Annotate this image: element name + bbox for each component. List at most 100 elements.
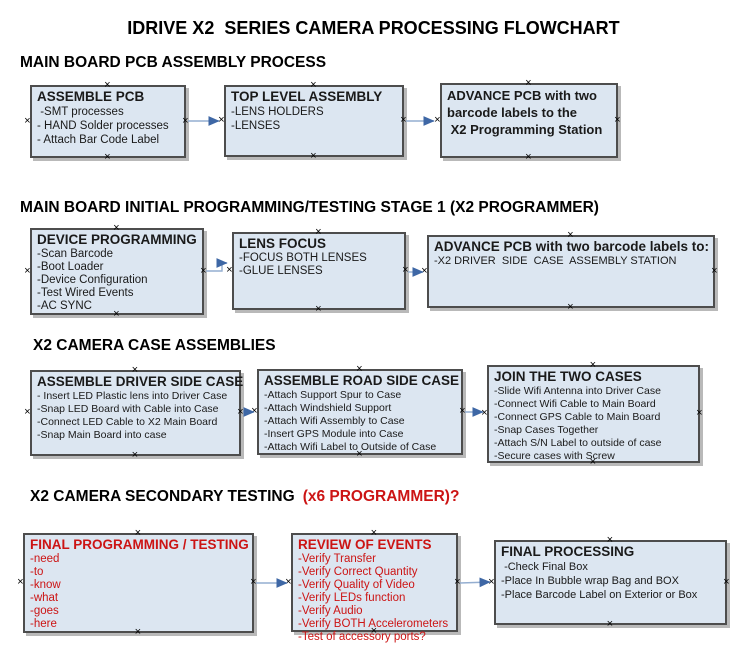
anchor-x-icon [24, 408, 32, 416]
box-item: -X2 DRIVER SIDE CASE ASSEMBLY STATION [434, 255, 677, 267]
box-item: -Connect GPS Cable to Main Board [494, 411, 661, 423]
anchor-x-icon [113, 224, 121, 232]
flow-box-device-programming: DEVICE PROGRAMMING -Scan Barcode-Boot Lo… [30, 228, 204, 315]
box-item: -Secure cases with Screw [494, 450, 615, 462]
box-item-list: -Scan Barcode-Boot Loader-Device Configu… [37, 248, 197, 313]
box-item: -here [30, 618, 57, 630]
anchor-x-icon [567, 303, 575, 311]
box-item: -Verify Audio [298, 605, 363, 617]
flow-box-review-of-events: REVIEW OF EVENTS -Verify Transfer-Verify… [291, 533, 458, 643]
anchor-x-icon [310, 152, 318, 160]
flow-box-final-processing: FINAL PROCESSING -Check Final Box-Place … [494, 540, 727, 625]
box-item-list: -need-to-know-what-goes-here [30, 553, 247, 631]
box-item-list: -FOCUS BOTH LENSES-GLUE LENSES [239, 252, 399, 278]
box-item: -know [30, 579, 61, 591]
box-item: -Boot Loader [37, 261, 104, 273]
anchor-x-icon [696, 409, 704, 417]
flow-box-assemble-pcb: ASSEMBLE PCB -SMT processes- HAND Solder… [30, 85, 186, 158]
box-item: -Attach Windshield Support [264, 402, 392, 414]
section-heading-initial-programming: MAIN BOARD INITIAL PROGRAMMING/TESTING S… [20, 199, 599, 216]
box-item: -Place In Bubble wrap Bag and BOX [501, 575, 679, 587]
box-item: -Test Wired Events [37, 287, 134, 299]
section-heading-text: X2 CAMERA SECONDARY TESTING [30, 488, 295, 505]
flow-box-final-programming-testing: FINAL PROGRAMMING / TESTING -need-to-kno… [23, 533, 254, 633]
box-item: -LENS HOLDERS [231, 106, 324, 118]
box-title: ASSEMBLE ROAD SIDE CASE [264, 373, 460, 388]
anchor-x-icon [525, 153, 533, 161]
anchor-x-icon [434, 116, 442, 124]
box-item-list: -LENS HOLDERS-LENSES [231, 105, 397, 133]
flow-box-advance-to-programming-station: ADVANCE PCB with two barcode labels to th… [440, 83, 618, 158]
flow-box-advance-to-case-assembly: ADVANCE PCB with two barcode labels to: … [427, 235, 715, 308]
anchor-x-icon [711, 267, 719, 275]
box-item-list: -Attach Support Spur to Case-Attach Wind… [264, 389, 456, 454]
box-item: -Attach Wifi Assembly to Case [264, 415, 405, 427]
anchor-x-icon [132, 451, 140, 459]
anchor-x-icon [402, 266, 410, 274]
box-item-list: -Slide Wifi Antenna into Driver Case-Con… [494, 385, 693, 463]
box-title: FINAL PROCESSING [501, 544, 635, 559]
box-item: -Attach S/N Label to outside of case [494, 437, 662, 449]
box-item: -AC SYNC [37, 300, 92, 312]
anchor-x-icon [723, 578, 731, 586]
anchor-x-icon [24, 117, 32, 125]
box-title: LENS FOCUS [239, 236, 327, 251]
box-bold-line: ADVANCE PCB with two [447, 88, 597, 103]
box-title: ADVANCE PCB with two barcode labels to: [434, 239, 710, 254]
box-item: -Verify Quality of Video [298, 579, 415, 591]
anchor-x-icon [454, 578, 462, 586]
box-item: -Snap LED Board with Cable into Case [37, 403, 219, 415]
anchor-x-icon [567, 231, 575, 239]
flow-box-assemble-road-side-case: ASSEMBLE ROAD SIDE CASE -Attach Support … [257, 369, 463, 455]
box-item-list: - Insert LED Plastic lens into Driver Ca… [37, 390, 234, 442]
box-item: -Connect Wifi Cable to Main Board [494, 398, 656, 410]
section-heading-note: (x6 PROGRAMMER)? [302, 488, 460, 505]
box-item: -Verify LEDs function [298, 592, 406, 604]
box-item: -Slide Wifi Antenna into Driver Case [494, 385, 661, 397]
arrow-device-to-lensfocus [206, 258, 228, 272]
anchor-x-icon [250, 578, 258, 586]
box-item: -Verify Correct Quantity [298, 566, 418, 578]
anchor-x-icon [104, 81, 112, 89]
anchor-x-icon [226, 266, 234, 274]
box-title: REVIEW OF EVENTS [298, 537, 432, 552]
anchor-x-icon [488, 578, 496, 586]
box-item: - HAND Solder processes [37, 120, 169, 132]
anchor-x-icon [614, 116, 622, 124]
anchor-x-icon [315, 228, 323, 236]
anchor-x-icon [590, 361, 598, 369]
anchor-x-icon [135, 529, 143, 537]
box-item-list: -SMT processes- HAND Solder processes- A… [37, 105, 179, 147]
anchor-x-icon [525, 79, 533, 87]
box-item: -GLUE LENSES [239, 265, 323, 277]
box-item-list: ADVANCE PCB with two barcode labels to th… [447, 87, 611, 138]
box-item-list: -X2 DRIVER SIDE CASE ASSEMBLY STATION [434, 255, 708, 268]
section-heading-case-assemblies: X2 CAMERA CASE ASSEMBLIES [33, 337, 276, 354]
anchor-x-icon [218, 116, 226, 124]
flow-box-join-the-two-cases: JOIN THE TWO CASES -Slide Wifi Antenna i… [487, 365, 700, 463]
box-item: -Verify BOTH Accelerometers [298, 618, 449, 630]
box-item: -SMT processes [37, 106, 124, 118]
anchor-x-icon [459, 407, 467, 415]
box-item: - Insert LED Plastic lens into Driver Ca… [37, 390, 228, 402]
anchor-x-icon [182, 117, 190, 125]
box-item: -Scan Barcode [37, 248, 114, 260]
anchor-x-icon [310, 81, 318, 89]
section-heading-pcb-assembly: MAIN BOARD PCB ASSEMBLY PROCESS [20, 54, 327, 71]
anchor-x-icon [400, 116, 408, 124]
anchor-x-icon [132, 366, 140, 374]
box-bold-line: barcode labels to the [447, 105, 578, 120]
anchor-x-icon [356, 365, 364, 373]
box-bold-line: X2 Programming Station [447, 122, 603, 137]
anchor-x-icon [285, 578, 293, 586]
flow-box-lens-focus: LENS FOCUS -FOCUS BOTH LENSES-GLUE LENSE… [232, 232, 406, 310]
box-item-list: -Verify Transfer-Verify Correct Quantity… [298, 553, 451, 644]
box-item: -Connect LED Cable to X2 Main Board [37, 416, 218, 428]
box-item: -Place Barcode Label on Exterior or Box [501, 589, 698, 601]
box-item: -Attach Wifi Label to Outside of Case [264, 441, 437, 453]
arrow-review-to-finalprocessing [459, 577, 491, 588]
box-item: -what [30, 592, 59, 604]
box-item: -Snap Main Board into case [37, 429, 167, 441]
box-item: -FOCUS BOTH LENSES [239, 252, 367, 264]
section-heading-secondary-testing: X2 CAMERA SECONDARY TESTING (x6 PROGRAMME… [30, 488, 459, 506]
